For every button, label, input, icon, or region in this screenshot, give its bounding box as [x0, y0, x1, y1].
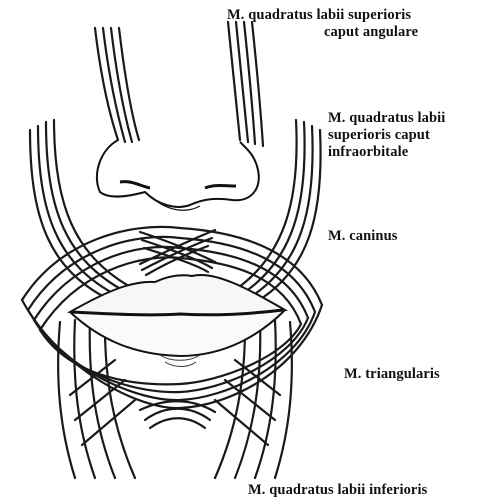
label-line: M. quadratus labii inferioris	[248, 482, 427, 499]
label-quadratus-labii-superioris-caput-infraorbitale: M. quadratus labii superioris caput infr…	[328, 110, 445, 161]
label-caninus: M. caninus	[328, 228, 398, 245]
label-line: M. triangularis	[344, 366, 440, 383]
label-line: M. quadratus labii superioris	[227, 7, 418, 24]
label-quadratus-labii-superioris-caput-angulare: M. quadratus labii superioris caput angu…	[227, 7, 418, 41]
label-line: M. caninus	[328, 228, 398, 245]
nose-drawing	[97, 140, 259, 210]
label-line: superioris caput	[328, 127, 445, 144]
label-line: infraorbitale	[328, 144, 445, 161]
quadratus-inferior-strands	[140, 401, 215, 428]
angular-head-left-strands	[95, 28, 139, 142]
label-quadratus-labii-inferioris: M. quadratus labii inferioris	[248, 482, 427, 499]
label-line: M. quadratus labii	[328, 110, 445, 127]
infraorbital-head-right-strands	[235, 120, 321, 302]
label-line: caput angulare	[227, 24, 418, 41]
label-triangularis: M. triangularis	[344, 366, 440, 383]
